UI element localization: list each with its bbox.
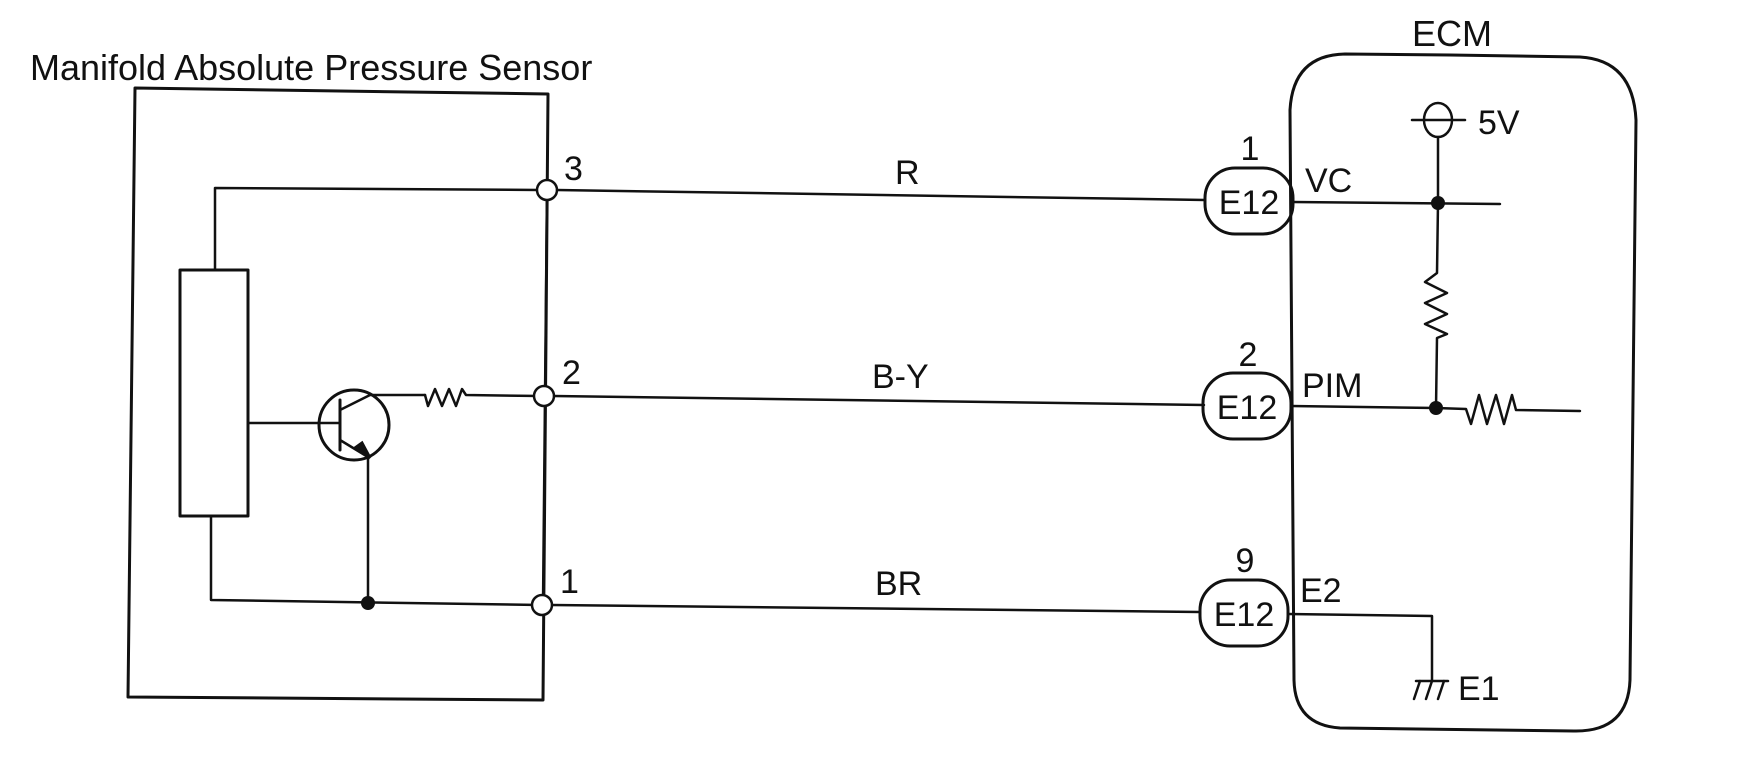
ecm-connector-vc: E12 1 VC xyxy=(1203,130,1352,236)
signal-label: PIM xyxy=(1302,367,1362,405)
svg-text:E12: E12 xyxy=(1214,596,1275,634)
ground-label: E1 xyxy=(1458,670,1500,708)
ecm-connector-e2: E12 9 E2 xyxy=(1198,542,1342,648)
sensor-ground-line xyxy=(209,514,542,607)
wire-color-label: BR xyxy=(875,565,922,603)
supply-voltage-label: 5V xyxy=(1478,104,1520,142)
svg-text:2: 2 xyxy=(562,354,581,392)
junction-dot xyxy=(361,596,375,610)
pullup-resistor-icon xyxy=(1423,201,1449,410)
ecm-connector-pim: E12 2 PIM xyxy=(1201,336,1362,441)
sensor-vc-line xyxy=(213,186,542,272)
sensor-housing xyxy=(126,86,550,702)
transistor-icon xyxy=(317,388,427,605)
wire-br: BR xyxy=(550,565,1202,614)
pin-number: 1 xyxy=(1241,130,1260,168)
input-resistor-icon xyxy=(1434,393,1582,426)
pin-number: 2 xyxy=(1239,336,1258,374)
sensor-title: Manifold Absolute Pressure Sensor xyxy=(30,47,592,88)
ecm-internal-circuit: 5V E1 xyxy=(1286,101,1582,708)
ground-icon xyxy=(1412,679,1450,701)
pin-number: 9 xyxy=(1236,542,1255,580)
ecm-housing xyxy=(1288,52,1638,733)
signal-label: E2 xyxy=(1300,572,1342,610)
svg-text:3: 3 xyxy=(564,150,583,188)
svg-text:E12: E12 xyxy=(1219,184,1280,222)
sensor-terminal-2: 2 xyxy=(532,354,581,408)
sensor-terminal-1: 1 xyxy=(530,563,579,617)
sensor-internal-circuit xyxy=(178,186,549,610)
signal-label: VC xyxy=(1305,162,1352,200)
ecm-title: ECM xyxy=(1412,13,1492,54)
output-resistor-icon xyxy=(423,387,542,408)
svg-text:1: 1 xyxy=(560,563,579,601)
wire-b-y: B-Y xyxy=(552,358,1206,407)
wire-color-label: R xyxy=(895,154,920,192)
sensor-terminal-3: 3 xyxy=(535,150,583,202)
wire-r: R xyxy=(555,154,1207,202)
svg-text:E12: E12 xyxy=(1217,389,1278,427)
voltage-source-icon xyxy=(1410,101,1467,139)
wire-color-label: B-Y xyxy=(872,358,929,396)
pressure-element-icon xyxy=(178,268,250,518)
